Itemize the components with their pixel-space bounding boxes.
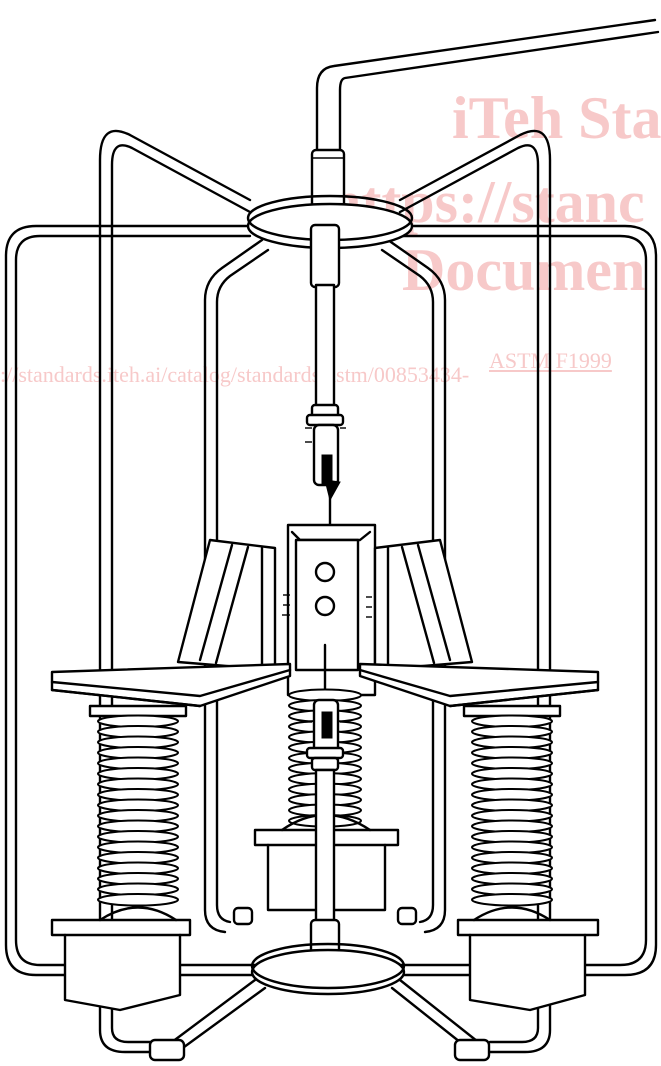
inner-frame [203,238,447,934]
bottom-plate [250,942,406,996]
left-wing [176,538,277,672]
left-base [50,906,192,1012]
right-wing [373,538,474,672]
center-block [282,523,377,722]
lower-legs [148,906,491,1062]
spring-coil [97,892,179,907]
upper-rod [305,223,346,502]
left-spring [97,714,179,907]
spring-coil [471,892,553,907]
right-platform [358,662,600,718]
lower-rod [305,698,346,974]
right-spring [471,714,553,907]
top-handle [310,18,660,210]
left-platform [50,662,292,718]
front-wire-frame [98,129,552,1054]
right-base [456,906,600,1012]
